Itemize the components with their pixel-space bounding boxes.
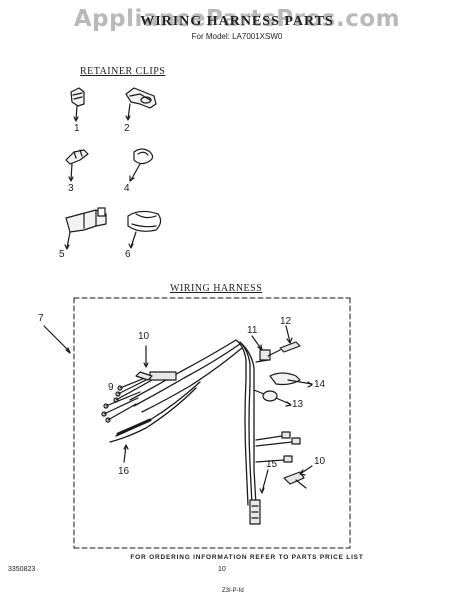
callout-5: 5 [59, 249, 65, 260]
retainer-clips-heading: RETAINER CLIPS [80, 66, 166, 77]
page-title: WIRING HARNESS PARTS [140, 14, 334, 29]
callout-2: 2 [124, 123, 130, 134]
callout-3: 3 [68, 183, 74, 194]
right-connectors [255, 431, 301, 463]
terminal-10-upper [135, 345, 153, 381]
wiring-harness-heading: WIRING HARNESS [170, 283, 263, 294]
retainer-clip-3 [65, 149, 89, 182]
callout-10-lower: 10 [314, 456, 326, 467]
callout-14: 14 [314, 379, 326, 390]
callout-10-upper: 10 [138, 331, 150, 342]
connector-15 [249, 469, 269, 525]
callout-4: 4 [124, 183, 130, 194]
connector-9 [101, 371, 177, 423]
component-14 [269, 372, 313, 388]
sensor-12 [267, 325, 301, 357]
model-line: For Model: LA7001XSW0 [191, 32, 283, 41]
callout-7: 7 [38, 313, 44, 324]
watermark-text: AppliancePartsPros.com [73, 6, 401, 32]
callout-11: 11 [247, 325, 258, 336]
callout-9: 9 [108, 382, 114, 393]
callout-6: 6 [125, 249, 131, 260]
document-number: 3350823 [8, 566, 36, 573]
retainer-clip-2 [125, 87, 157, 121]
bottom-mark: Z3I-P-fd [222, 588, 244, 594]
callout-13: 13 [292, 399, 304, 410]
retainer-clip-6 [127, 210, 162, 249]
retainer-clip-5 [64, 207, 107, 250]
callout-12: 12 [280, 316, 292, 327]
callout-16: 16 [118, 466, 130, 477]
component-13 [253, 389, 292, 407]
page-number: 10 [218, 566, 226, 573]
callout-1: 1 [74, 123, 80, 134]
connector-11 [251, 335, 271, 363]
retainer-clip-4 [129, 148, 154, 182]
ordering-note: FOR ORDERING INFORMATION REFER TO PARTS … [130, 554, 364, 561]
callout-15: 15 [266, 459, 278, 470]
retainer-clip-1 [70, 87, 85, 122]
terminal-10-lower [283, 465, 313, 489]
